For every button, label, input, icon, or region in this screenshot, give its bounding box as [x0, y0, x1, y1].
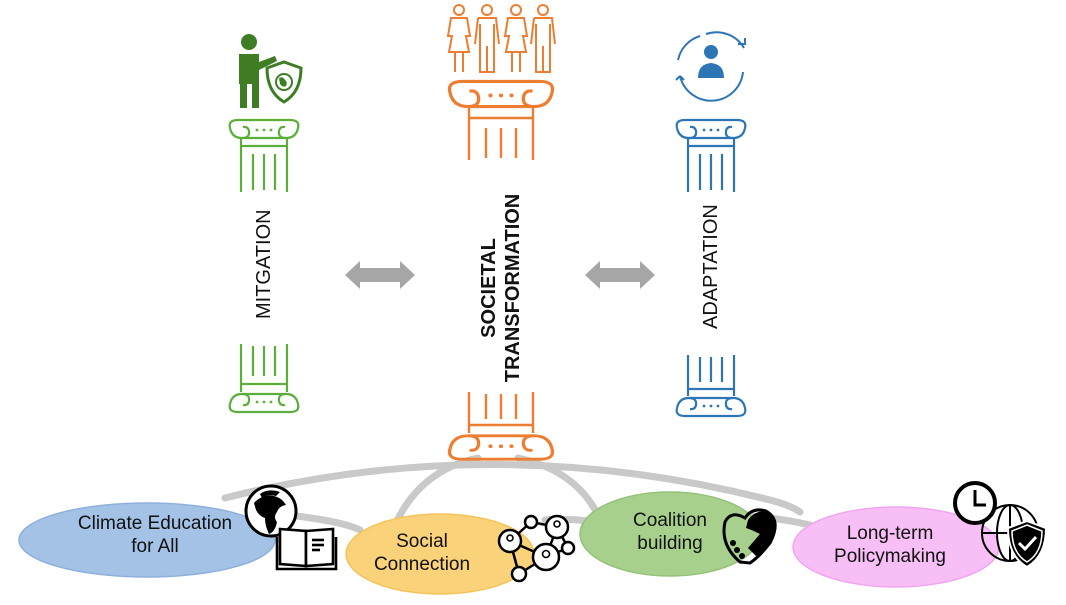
label-adaptation: ADAPTATION	[700, 204, 722, 329]
column-base	[447, 434, 555, 461]
ellipse-climate-education	[18, 502, 276, 578]
column-base	[675, 396, 747, 418]
column-shaft-top	[239, 138, 289, 192]
open-book-icon	[275, 527, 338, 571]
column-top	[675, 118, 747, 140]
column-shaft-bottom	[467, 392, 535, 433]
label-societal-transformation: SOCIETAL TRANSFORMATION	[477, 188, 525, 388]
label-line-2: building	[637, 533, 703, 554]
label-line-1: Climate Education	[77, 513, 233, 534]
label-long-term-policymaking: Long-term Policymaking	[810, 522, 970, 568]
globe-icon	[244, 484, 298, 538]
person-shield-globe-icon	[239, 34, 303, 108]
clock-icon	[953, 481, 997, 525]
label-line-1: Coalition	[633, 510, 707, 531]
double-arrow-icon	[345, 261, 415, 289]
label-social-connection: Social Connection	[352, 530, 492, 576]
label-line-2: TRANSFORMATION	[502, 193, 524, 383]
pillar-societal-transformation	[446, 4, 556, 461]
arc-inner-left	[391, 454, 482, 529]
label-coalition-building: Coalition building	[600, 509, 740, 555]
label-line-1: Social	[396, 531, 448, 552]
column-shaft-bottom	[239, 344, 289, 392]
label-line-1: Long-term	[846, 523, 934, 544]
label-line-2: Connection	[373, 554, 471, 575]
group-of-people-icon	[446, 4, 556, 73]
column-shaft-top	[467, 107, 535, 160]
label-climate-education: Climate Education for All	[50, 512, 260, 558]
column-base	[228, 392, 300, 414]
pillar-mitigation	[228, 34, 303, 414]
label-line-2: Policymaking	[834, 546, 946, 567]
label-line-1: SOCIETAL	[478, 238, 500, 338]
arc-outer	[221, 461, 804, 516]
arrow-societal-adaptation	[585, 261, 655, 289]
column-top	[228, 118, 300, 140]
person-cycle-arrows-icon	[675, 31, 746, 102]
column-shaft-bottom	[686, 355, 736, 396]
heart-handshake-icon	[722, 508, 777, 565]
column-top	[447, 79, 555, 109]
shield-check-icon	[1006, 519, 1048, 569]
column-shaft-top	[686, 138, 736, 192]
label-line-2: for All	[131, 536, 179, 557]
arc-inner-right	[514, 454, 602, 519]
label-mitigation: MITGATION	[253, 209, 275, 319]
double-arrow-icon	[585, 261, 655, 289]
arrow-mitigation-societal	[345, 261, 415, 289]
network-people-icon	[497, 514, 576, 583]
pillar-adaptation	[675, 31, 747, 418]
